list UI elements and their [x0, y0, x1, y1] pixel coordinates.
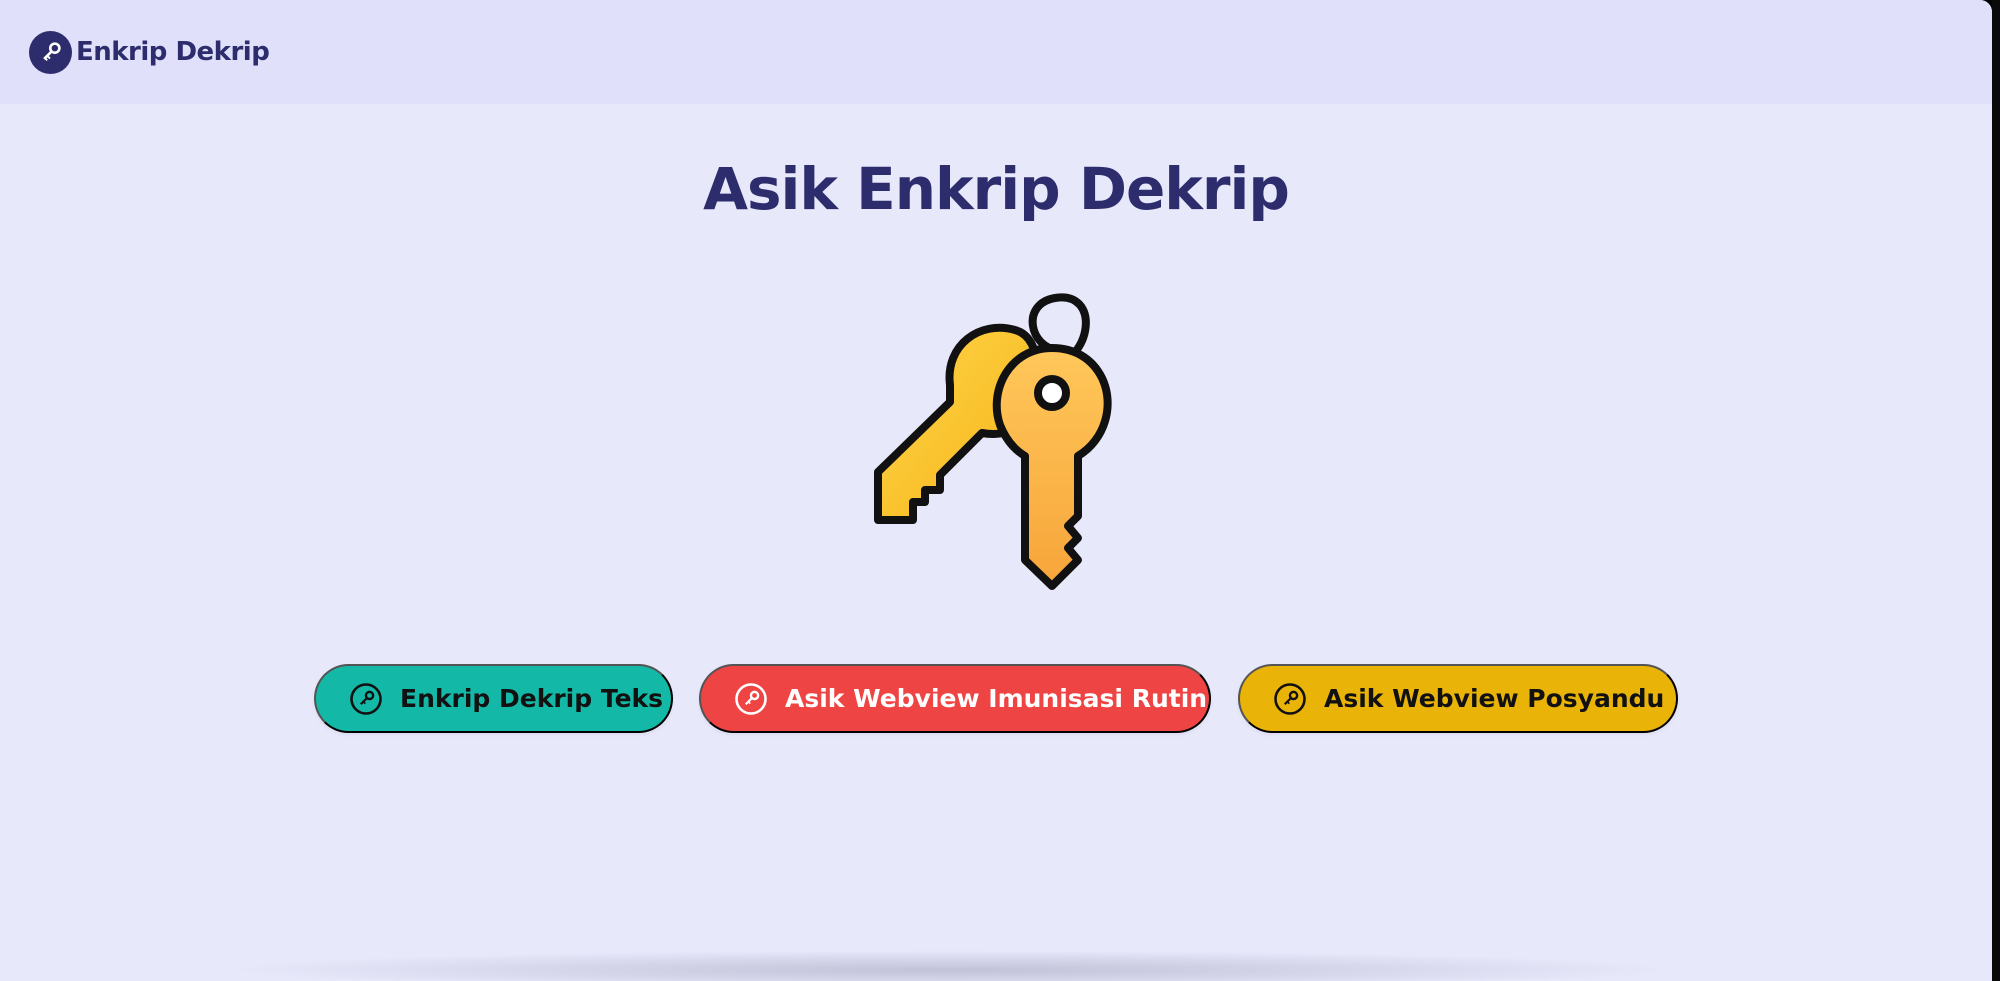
navbar: Enkrip Dekrip — [0, 0, 1992, 104]
window-edge — [1992, 0, 2000, 981]
asik-webview-posyandu-button[interactable]: Asik Webview Posyandu — [1238, 664, 1678, 733]
button-label: Asik Webview Posyandu — [1324, 684, 1665, 713]
brand-link[interactable]: Enkrip Dekrip — [29, 30, 270, 74]
enkrip-dekrip-teks-button[interactable]: Enkrip Dekrip Teks — [314, 664, 673, 733]
key-icon — [734, 682, 768, 716]
button-label: Enkrip Dekrip Teks — [400, 684, 664, 713]
keys-illustration — [860, 290, 1140, 610]
key-icon — [349, 682, 383, 716]
asik-webview-imunisasi-rutin-button[interactable]: Asik Webview Imunisasi Rutin — [699, 664, 1211, 733]
key-icon — [1273, 682, 1307, 716]
brand-title: Enkrip Dekrip — [76, 37, 270, 67]
footer-shadow — [220, 950, 1680, 981]
page-title: Asik Enkrip Dekrip — [703, 155, 1290, 223]
key-icon — [29, 30, 72, 74]
button-label: Asik Webview Imunisasi Rutin — [785, 684, 1208, 713]
